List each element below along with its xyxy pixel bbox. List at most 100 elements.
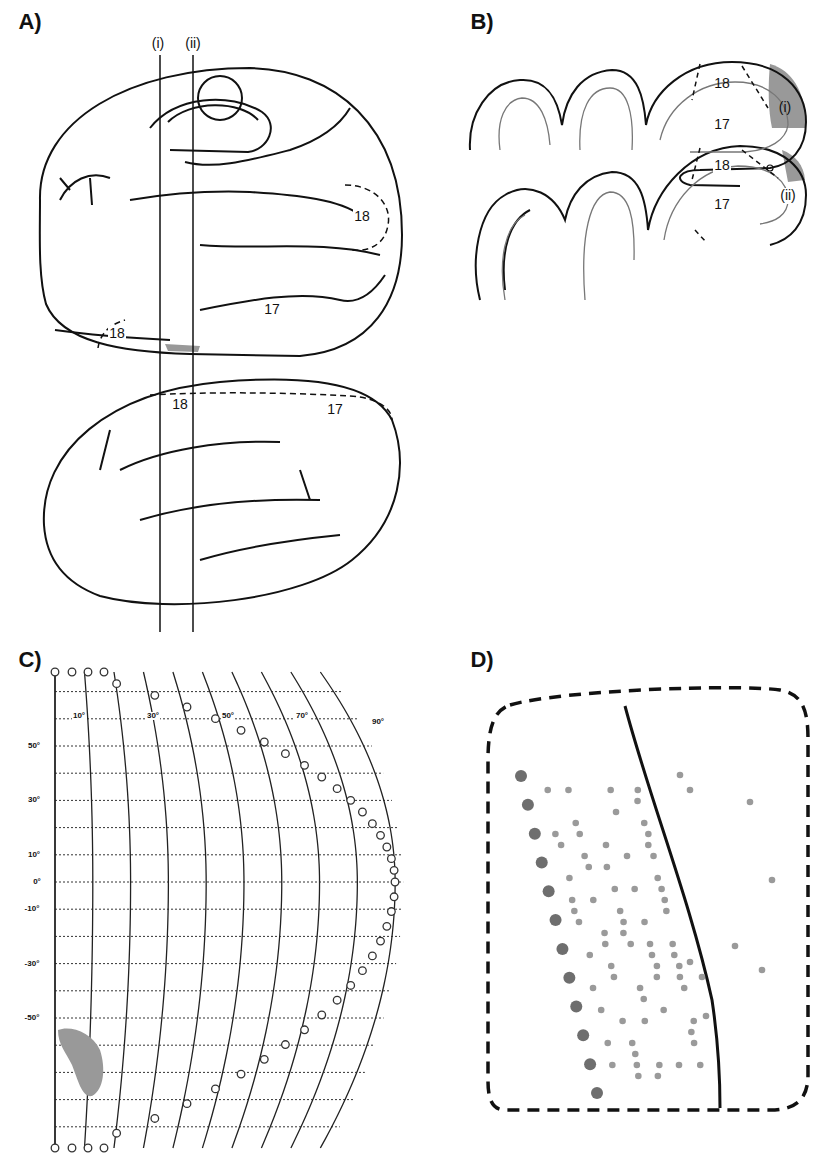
meridian-line: [54, 672, 56, 1148]
field-limit-point: [383, 843, 391, 851]
recording-site-dot: [661, 897, 668, 904]
recording-site-dot: [637, 985, 644, 992]
brain-inferior-view: [44, 379, 400, 604]
recording-site-dot: [603, 842, 610, 849]
axis-label: -50°: [24, 1014, 41, 1023]
recording-site-dot: [690, 1018, 697, 1025]
recording-site-dot: [676, 1062, 683, 1069]
recording-site-dot: [688, 1029, 695, 1036]
recording-site-dot: [747, 799, 754, 806]
area-label: 18: [108, 326, 126, 341]
recording-site-dot: [681, 985, 688, 992]
axis-label: 0°: [32, 878, 42, 887]
recording-site-dot: [650, 853, 657, 860]
field-limit-point: [301, 762, 309, 770]
axis-label: 10°: [72, 712, 86, 721]
panel-letter: A): [17, 10, 42, 34]
recording-site-dot: [529, 828, 541, 840]
field-limit-point: [333, 996, 341, 1004]
recording-site-dot: [732, 943, 739, 950]
section-label: (ii): [184, 36, 202, 51]
field-limit-point: [388, 855, 396, 863]
recording-site-dot: [604, 864, 611, 871]
recording-site-dot: [676, 963, 683, 970]
recording-site-dot: [591, 1087, 603, 1099]
field-limit-point: [282, 750, 290, 758]
field-limit-point: [68, 668, 76, 676]
recording-site-dot: [570, 1001, 582, 1013]
cortex-section: [470, 62, 806, 300]
recording-site-dot: [687, 787, 694, 794]
parallel-line: [55, 854, 402, 855]
meridian-line: [143, 672, 168, 1148]
meridian-line: [320, 672, 395, 1148]
field-limit-point: [391, 878, 399, 886]
section-label: (ii): [779, 188, 797, 203]
field-limit-point: [301, 1026, 309, 1034]
recording-site-dot: [629, 1040, 636, 1047]
parallel-line: [55, 963, 396, 964]
field-limit-point: [100, 1144, 108, 1152]
field-limit-point: [369, 820, 377, 828]
recording-site-dot: [550, 914, 562, 926]
recording-site-dot: [601, 930, 608, 937]
field-limit-point: [383, 923, 391, 931]
section-label: (i): [778, 100, 792, 115]
panel-letter: B): [469, 10, 494, 34]
recording-site-dot: [645, 842, 652, 849]
field-limit-point: [183, 1100, 191, 1108]
parallel-line: [55, 1018, 384, 1019]
recording-site-dot: [642, 1018, 649, 1025]
recording-site-dot: [641, 820, 648, 827]
recording-site-dot: [565, 787, 572, 794]
field-limit-point: [282, 1041, 290, 1049]
field-limit-point: [390, 867, 398, 875]
recording-site-dot: [654, 974, 661, 981]
recording-site-dot: [687, 959, 694, 966]
recording-site-dot: [660, 1007, 667, 1014]
field-limit-point: [84, 1144, 92, 1152]
recording-site-dot: [649, 952, 656, 959]
recording-site-dot: [691, 1040, 698, 1047]
recording-site-dot: [556, 943, 568, 955]
recording-site-dot: [590, 897, 597, 904]
recording-site-dot: [641, 919, 648, 926]
section-label: (i): [151, 36, 165, 51]
parallel-line: [55, 746, 372, 747]
recording-site-dot: [577, 1029, 589, 1041]
axis-label: -30°: [24, 960, 41, 969]
axis-label: 10°: [27, 851, 41, 860]
axis-label: 30°: [146, 712, 160, 721]
area-boundary: [345, 185, 389, 250]
recording-site-dot: [655, 1073, 662, 1080]
field-limit-point: [212, 715, 220, 723]
area-label: 18: [353, 209, 371, 224]
recording-site-dot: [627, 941, 634, 948]
recording-site-dot: [703, 1013, 710, 1020]
recording-site-dot: [647, 941, 654, 948]
area-label: 18: [713, 158, 731, 173]
visual-field-grid: [51, 668, 403, 1152]
parallel-line: [55, 1126, 340, 1127]
recording-site-dot: [571, 908, 578, 915]
area-label: 17: [713, 117, 731, 132]
field-limit-point: [347, 797, 355, 805]
field-limit-point: [388, 908, 396, 916]
area-label: 18: [171, 397, 189, 412]
recording-site-dot: [566, 875, 573, 882]
area-label: 17: [326, 402, 344, 417]
recording-site-dot: [635, 1073, 642, 1080]
field-limit-point: [318, 773, 326, 781]
field-limit-point: [237, 1070, 245, 1078]
recording-site-dot: [654, 963, 661, 970]
field-limit-point: [390, 893, 398, 901]
recording-site-dot: [581, 853, 588, 860]
recording-site-dot: [697, 1062, 704, 1069]
parallel-line: [55, 800, 392, 801]
recording-site-dot: [598, 1007, 605, 1014]
area-label: 18: [713, 76, 731, 91]
recording-site-dot: [558, 842, 565, 849]
field-limit-point: [84, 668, 92, 676]
recording-site-dot: [608, 963, 615, 970]
